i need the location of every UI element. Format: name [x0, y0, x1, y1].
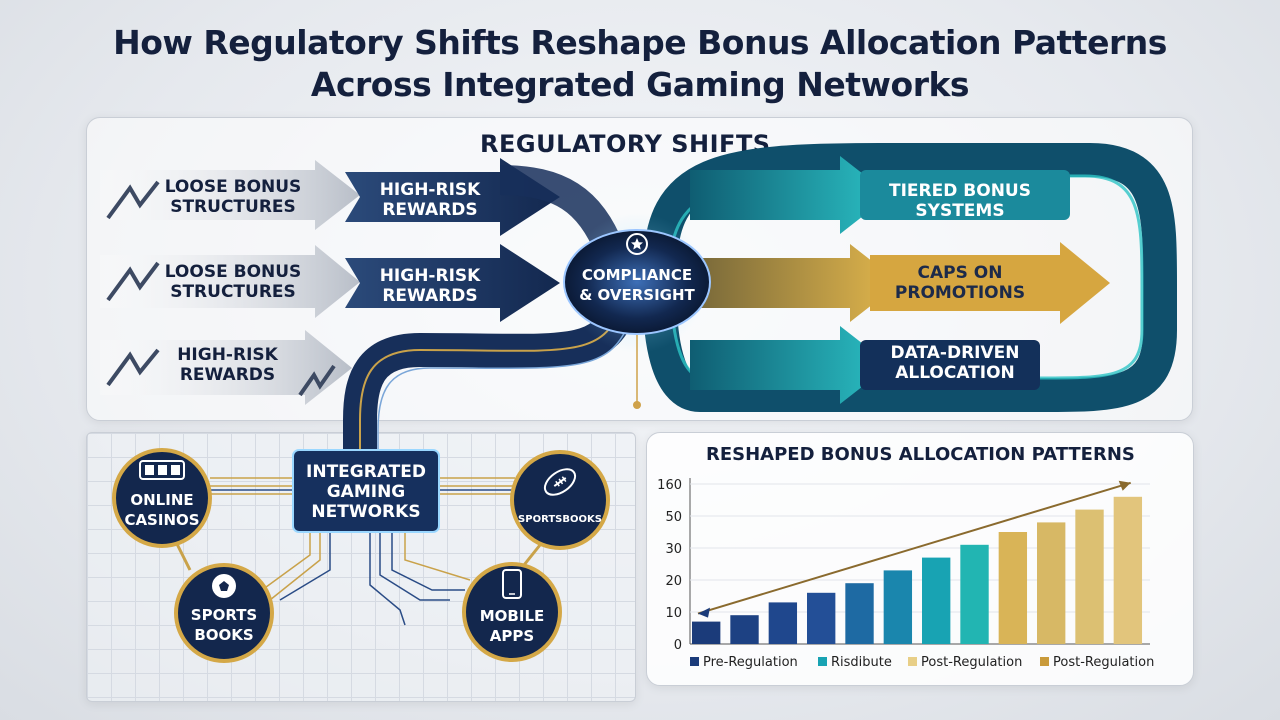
- node-sports-books: [174, 563, 274, 663]
- legend-item-pre: Pre-Regulation: [690, 655, 798, 670]
- y-tick-label: 50: [665, 510, 682, 525]
- input-arrows: [100, 160, 360, 405]
- y-tick-label: 30: [665, 542, 682, 557]
- title-line-2: Across Integrated Gaming Networks: [310, 65, 970, 104]
- trend-arrow: [697, 481, 1131, 615]
- bar: [730, 615, 759, 644]
- node-sportsbooks: [510, 450, 610, 550]
- zigzag-icon: [298, 364, 336, 397]
- output-arrow-caps: [700, 244, 900, 322]
- trend-arrow-head: [1118, 480, 1131, 491]
- compliance-hub: [563, 229, 711, 335]
- regulatory-shifts-heading: REGULATORY SHIFTS: [480, 130, 771, 158]
- zigzag-icon: [106, 261, 160, 302]
- input-arrow-3: [100, 330, 352, 405]
- bar: [1075, 509, 1104, 644]
- hub-label: COMPLIANCE& OVERSIGHT: [579, 266, 695, 304]
- y-tick-label: 20: [665, 574, 682, 589]
- y-tick-label: 10: [665, 606, 682, 621]
- bar: [922, 557, 951, 644]
- input-arrow-2: [100, 245, 360, 318]
- integrated-networks-box: [292, 449, 440, 533]
- bar: [883, 570, 913, 644]
- page-title: How Regulatory Shifts Reshape Bonus Allo…: [0, 22, 1280, 106]
- legend-item-post-2: Post-Regulation: [1040, 655, 1154, 670]
- legend-swatch: [690, 657, 699, 666]
- y-tick-label: 160: [657, 478, 682, 493]
- bar: [768, 602, 798, 644]
- zigzag-icon: [106, 348, 160, 387]
- node-label-sportsbooks: SPORTSBOOKS: [518, 514, 602, 525]
- bar: [1037, 522, 1066, 644]
- zigzag-icon: [106, 180, 160, 220]
- legend-swatch: [908, 657, 917, 666]
- bar: [1113, 496, 1143, 644]
- football-icon: [543, 468, 577, 496]
- bar: [845, 583, 874, 644]
- trend-arrow-tail: [698, 607, 710, 618]
- soccer-ball-icon: [212, 574, 236, 598]
- smartphone-icon: [502, 569, 522, 599]
- bar: [998, 532, 1028, 644]
- input-arrow-1: [100, 160, 360, 230]
- legend-item-risdibute: Risdibute: [818, 655, 892, 670]
- title-line-1: How Regulatory Shifts Reshape Bonus Allo…: [113, 23, 1167, 62]
- network-lines: [210, 477, 515, 495]
- legend-swatch: [818, 657, 827, 666]
- y-tick-label: 0: [674, 638, 682, 653]
- node-mobile-apps: [462, 562, 562, 662]
- bar: [807, 592, 836, 644]
- output-arrow-tiered: [690, 156, 890, 234]
- bar: [960, 544, 989, 644]
- legend-item-post-1: Post-Regulation: [908, 655, 1022, 670]
- node-online-casinos: [112, 448, 212, 548]
- chart-title: RESHAPED BONUS ALLOCATION PATTERNS: [706, 444, 1135, 465]
- badge-star-icon: [626, 233, 648, 255]
- legend-swatch: [1040, 657, 1049, 666]
- slot-machine-icon: [139, 460, 185, 480]
- bar: [692, 621, 721, 644]
- output-arrow-data: [690, 326, 890, 404]
